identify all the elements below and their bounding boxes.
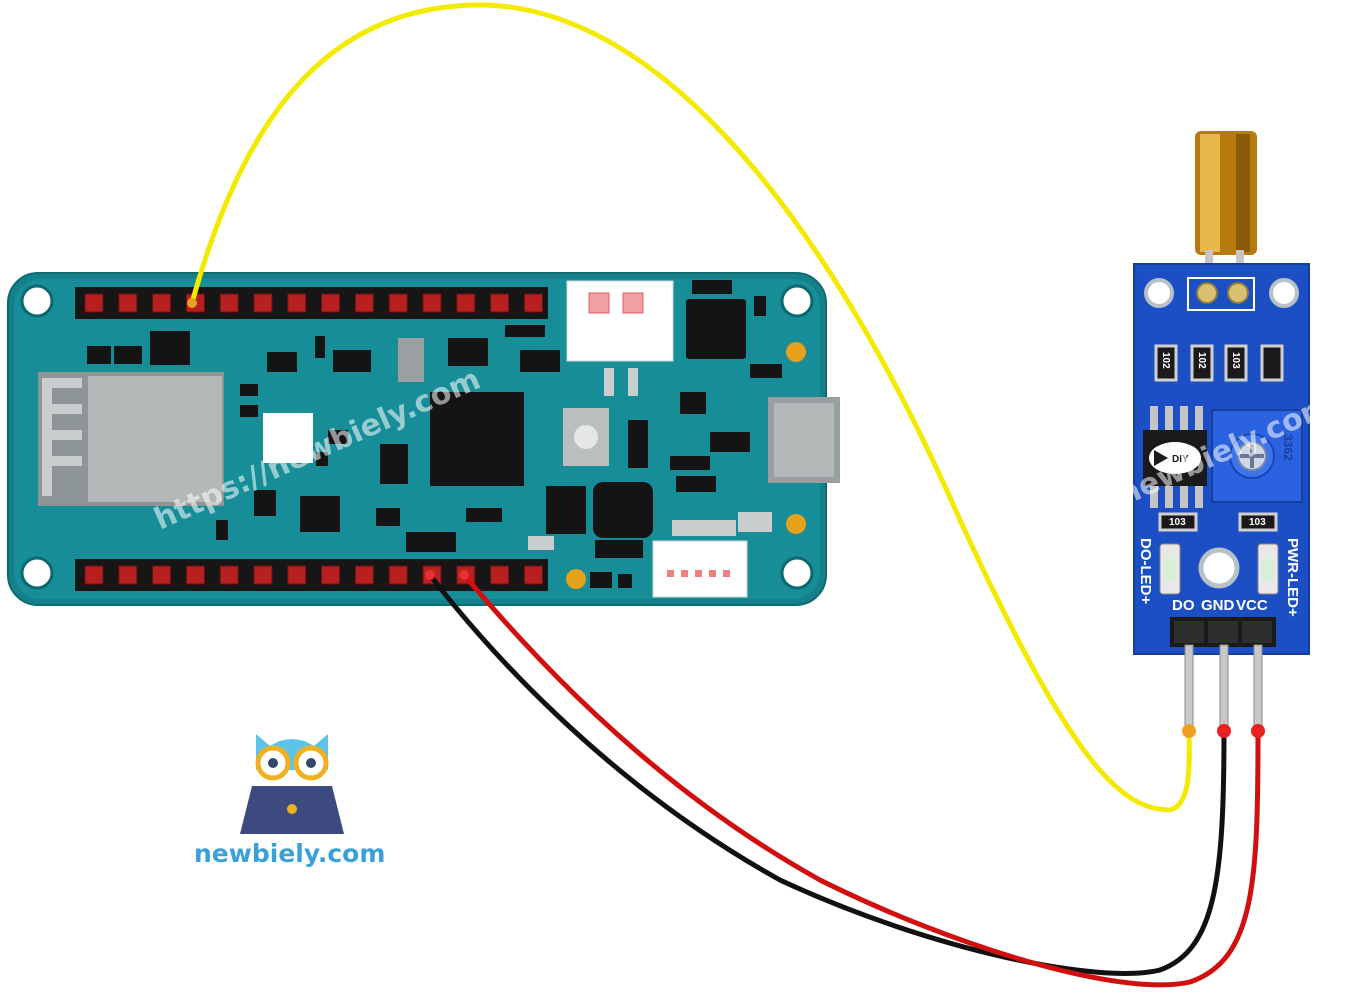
power-wire xyxy=(461,572,1261,988)
header-pin xyxy=(152,293,172,313)
do-led-label: DO-LED+ xyxy=(1137,538,1154,604)
main-mcu-chip xyxy=(430,392,524,486)
pot-label: 3362 xyxy=(1281,434,1295,461)
sensor-hole xyxy=(1144,278,1174,308)
smd-diode xyxy=(1260,344,1284,382)
pin-label-do: DO xyxy=(1172,597,1195,614)
header-pin xyxy=(253,565,273,585)
eslov-connector xyxy=(652,540,748,598)
header-pin xyxy=(84,293,104,313)
header-pin xyxy=(84,565,104,585)
resistor xyxy=(1224,344,1248,382)
wires xyxy=(187,2,1265,988)
wifi-module xyxy=(38,372,224,506)
owl-laptop-icon xyxy=(240,734,344,834)
header-pin xyxy=(118,565,138,585)
pwr-led-label: PWR-LED+ xyxy=(1284,538,1301,617)
header-pin xyxy=(219,565,239,585)
battery-connector xyxy=(566,280,674,362)
resistor-label: 103 xyxy=(1249,517,1266,528)
wire-endpoint xyxy=(1217,724,1231,738)
resistor xyxy=(1238,512,1278,532)
header-pin xyxy=(219,293,239,313)
header-pin xyxy=(321,565,341,585)
usb-port xyxy=(768,397,840,483)
header-pin xyxy=(388,565,408,585)
potentiometer[interactable]: 3362 xyxy=(1211,409,1303,503)
header-pin xyxy=(321,293,341,313)
chip-label: DIY xyxy=(1172,454,1189,465)
smd-components xyxy=(87,280,782,588)
header-pin xyxy=(388,293,408,313)
gold-pad xyxy=(786,342,806,362)
header-pin xyxy=(422,293,442,313)
sensor-header xyxy=(1170,617,1276,730)
header-pin xyxy=(354,565,374,585)
pwr-led xyxy=(1257,543,1279,595)
arduino-mkr-board: https://newbiely.com xyxy=(7,272,840,606)
wire-endpoint xyxy=(1251,724,1265,738)
resistor xyxy=(1190,344,1214,382)
do-led xyxy=(1159,543,1181,595)
resistor xyxy=(1154,344,1178,382)
top-header xyxy=(75,287,548,319)
resistor-label: 103 xyxy=(1169,517,1186,528)
header-pin xyxy=(287,293,307,313)
header-pin xyxy=(287,565,307,585)
brand-logo: newbiely.com xyxy=(194,734,385,868)
header-pin xyxy=(253,293,273,313)
mounting-holes xyxy=(20,284,814,590)
pin-label-vcc: VCC xyxy=(1236,597,1268,614)
bottom-header xyxy=(75,559,548,591)
header-pin xyxy=(523,293,543,313)
power-chip xyxy=(593,482,653,538)
wire-endpoint xyxy=(425,570,435,580)
header-pin xyxy=(152,565,172,585)
brand-text: newbiely.com xyxy=(194,839,385,868)
resistors: 102 102 103 103 103 xyxy=(1154,344,1284,532)
resistor-label: 102 xyxy=(1196,352,1207,369)
wire-endpoint xyxy=(1182,724,1196,738)
white-pad xyxy=(263,413,313,463)
gold-pad xyxy=(566,569,586,589)
signal-wire xyxy=(189,2,1192,813)
wire-endpoint xyxy=(459,570,469,580)
resistor xyxy=(1158,512,1198,532)
comparator-chip: DIY xyxy=(1143,406,1207,508)
header-pin xyxy=(118,293,138,313)
resistor-label: 103 xyxy=(1230,352,1241,369)
header-pin xyxy=(490,293,510,313)
sensor-hole xyxy=(1269,278,1299,308)
header-pin xyxy=(456,293,476,313)
header-pin xyxy=(523,565,543,585)
resistor-label: 102 xyxy=(1160,352,1171,369)
header-pin xyxy=(490,565,510,585)
pin-label-gnd: GND xyxy=(1201,597,1235,614)
tilt-sensor-module: 102 102 103 103 103 DIY 3362 xyxy=(1113,131,1337,730)
sensor-center-hole xyxy=(1198,547,1240,589)
ground-wire xyxy=(427,572,1227,976)
gold-pad xyxy=(786,514,806,534)
header-pin xyxy=(185,565,205,585)
top-header-pins xyxy=(84,293,543,313)
header-pin xyxy=(354,293,374,313)
wire-endpoint xyxy=(187,298,197,308)
crypto-chip xyxy=(686,299,746,359)
